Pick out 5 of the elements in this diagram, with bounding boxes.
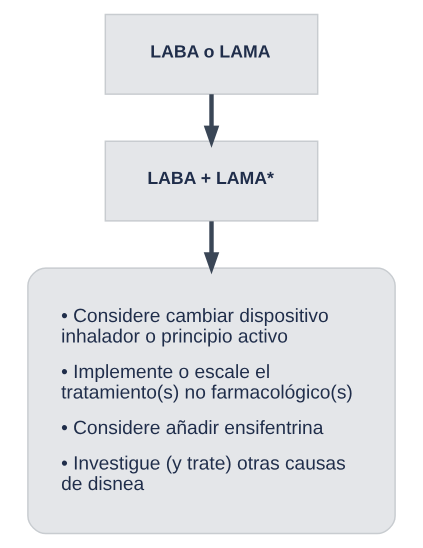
arrow bbox=[204, 94, 220, 148]
node-box: LABA o LAMA bbox=[104, 14, 318, 95]
node-box: LABA + LAMA* bbox=[104, 140, 318, 222]
node-box: • Considere cambiar dispositivo inhalador o principio activo • Implemente o escale el tratamiento(s) no farmacológico(s) • Considere añadir ensifentrina • Investigue (y trate) otras causas de disnea bbox=[27, 267, 396, 534]
arrow bbox=[204, 221, 220, 274]
